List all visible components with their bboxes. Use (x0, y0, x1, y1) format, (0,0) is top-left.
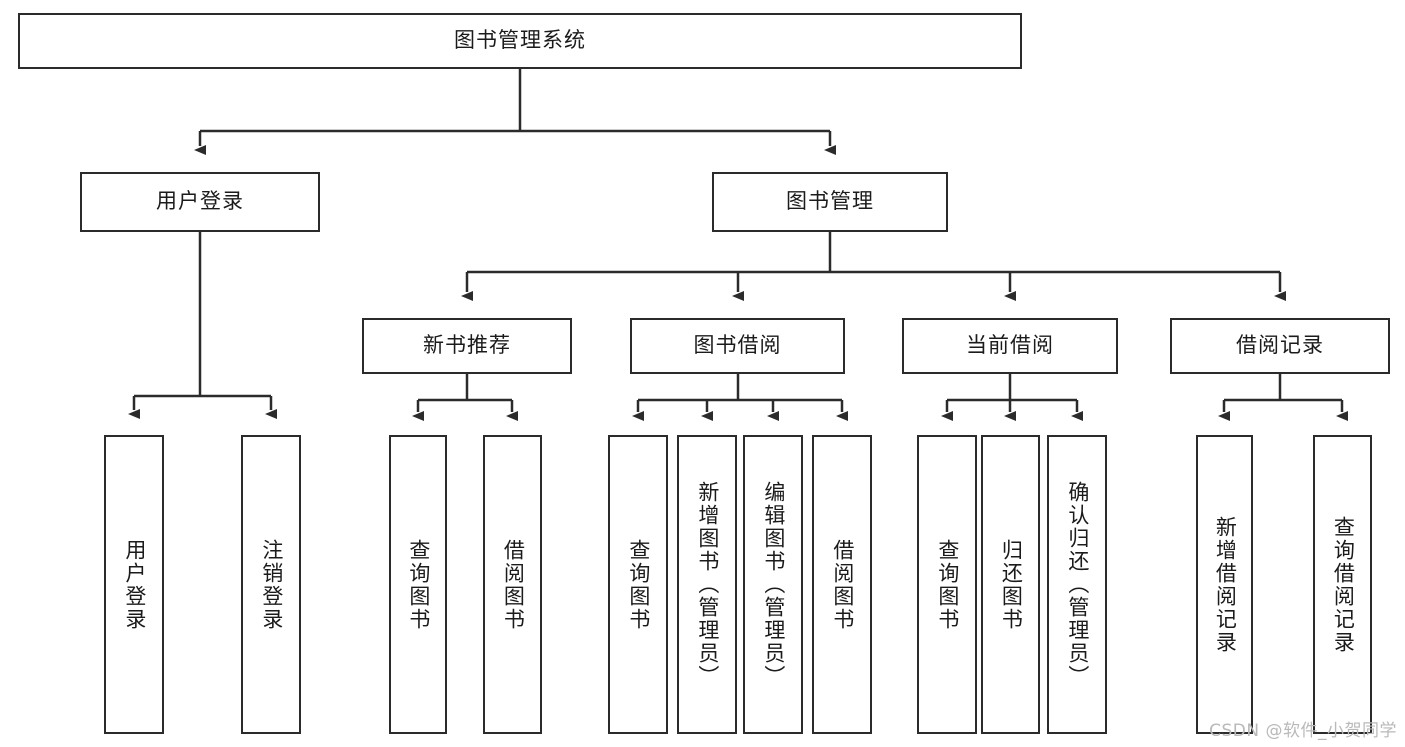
node-user-login-label: 用户登录 (156, 189, 244, 214)
node-leaf-query-book-2-label: 查询图书 (626, 538, 651, 631)
node-leaf-logout-label: 注销登录 (259, 538, 284, 631)
node-leaf-borrow-book-1[interactable]: 借阅图书 (483, 435, 542, 734)
node-leaf-return-book-label: 归还图书 (999, 538, 1024, 631)
node-user-login[interactable]: 用户登录 (80, 172, 320, 232)
node-leaf-query-book-3-label: 查询图书 (935, 538, 960, 631)
node-leaf-add-book[interactable]: 新增图书（管理员） (677, 435, 737, 734)
node-leaf-query-record[interactable]: 查询借阅记录 (1313, 435, 1372, 734)
node-book-manage[interactable]: 图书管理 (712, 172, 948, 232)
node-leaf-add-record-label: 新增借阅记录 (1213, 515, 1238, 654)
node-new-book-recommend[interactable]: 新书推荐 (362, 318, 572, 374)
node-leaf-query-book-2[interactable]: 查询图书 (608, 435, 668, 734)
node-current-borrow-label: 当前借阅 (966, 333, 1054, 358)
node-leaf-borrow-book-2[interactable]: 借阅图书 (812, 435, 872, 734)
node-borrow-record[interactable]: 借阅记录 (1170, 318, 1390, 374)
node-leaf-user-login[interactable]: 用户登录 (104, 435, 164, 734)
node-leaf-borrow-book-2-label: 借阅图书 (830, 538, 855, 631)
node-leaf-user-login-label: 用户登录 (122, 538, 147, 631)
node-book-manage-label: 图书管理 (786, 189, 874, 214)
node-leaf-query-book-3[interactable]: 查询图书 (917, 435, 977, 734)
node-leaf-return-book[interactable]: 归还图书 (981, 435, 1040, 734)
node-leaf-borrow-book-1-label: 借阅图书 (501, 538, 526, 631)
node-leaf-query-book-1[interactable]: 查询图书 (389, 435, 447, 734)
node-borrow-record-label: 借阅记录 (1236, 333, 1324, 358)
node-leaf-logout[interactable]: 注销登录 (241, 435, 301, 734)
node-root-label: 图书管理系统 (454, 28, 586, 53)
node-leaf-edit-book[interactable]: 编辑图书（管理员） (743, 435, 803, 734)
node-new-book-recommend-label: 新书推荐 (423, 333, 511, 358)
node-current-borrow[interactable]: 当前借阅 (902, 318, 1118, 374)
node-leaf-query-record-label: 查询借阅记录 (1331, 515, 1356, 654)
node-book-borrow-label: 图书借阅 (693, 333, 782, 358)
node-leaf-edit-book-label: 编辑图书（管理员） (761, 481, 786, 688)
node-leaf-confirm-return-label: 确认归还（管理员） (1065, 481, 1090, 688)
node-leaf-add-book-label: 新增图书（管理员） (695, 481, 720, 688)
node-leaf-query-book-1-label: 查询图书 (406, 538, 431, 631)
node-leaf-confirm-return[interactable]: 确认归还（管理员） (1047, 435, 1107, 734)
node-root[interactable]: 图书管理系统 (18, 13, 1022, 69)
node-book-borrow[interactable]: 图书借阅 (630, 318, 845, 374)
node-leaf-add-record[interactable]: 新增借阅记录 (1196, 435, 1253, 734)
